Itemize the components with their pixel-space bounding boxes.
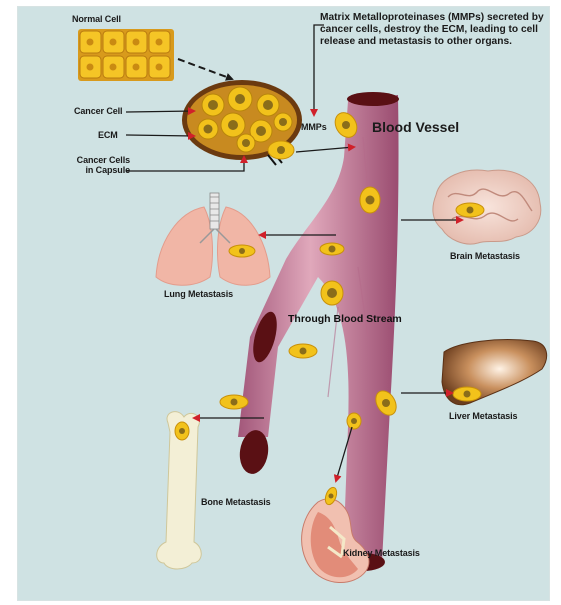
capsule-arrow <box>126 157 244 171</box>
liver-metastasis-label: Liver Metastasis <box>449 411 517 421</box>
normal-cells-grid <box>78 29 174 81</box>
mmps-label: MMPs <box>301 122 327 132</box>
diagram-frame: Normal Cell Cancer Cell ECM Cancer Cells… <box>17 6 550 601</box>
cancer-cells-capsule-label: Cancer Cells in Capsule <box>70 155 130 175</box>
normal-to-cancer-arrow <box>178 59 232 79</box>
blood-vessel-label: Blood Vessel <box>372 119 459 135</box>
bone-metastasis-label: Bone Metastasis <box>201 497 271 507</box>
liver-illustration <box>442 340 547 405</box>
kidney-metastasis-label: Kidney Metastasis <box>343 548 420 558</box>
cancer-cell-label: Cancer Cell <box>74 106 122 116</box>
ecm-label: ECM <box>98 130 118 140</box>
lungs-illustration <box>156 193 270 285</box>
lung-metastasis-label: Lung Metastasis <box>164 289 233 299</box>
mmps-note: Matrix Metalloproteinases (MMPs) secrete… <box>320 12 550 48</box>
normal-cell-label: Normal Cell <box>72 14 121 24</box>
brain-metastasis-label: Brain Metastasis <box>450 251 520 261</box>
through-blood-stream-label: Through Blood Stream <box>288 313 402 325</box>
bone-illustration <box>157 412 202 569</box>
brain-illustration <box>433 170 541 244</box>
ecm-arrow <box>126 135 194 136</box>
diagram-canvas <box>18 7 549 600</box>
